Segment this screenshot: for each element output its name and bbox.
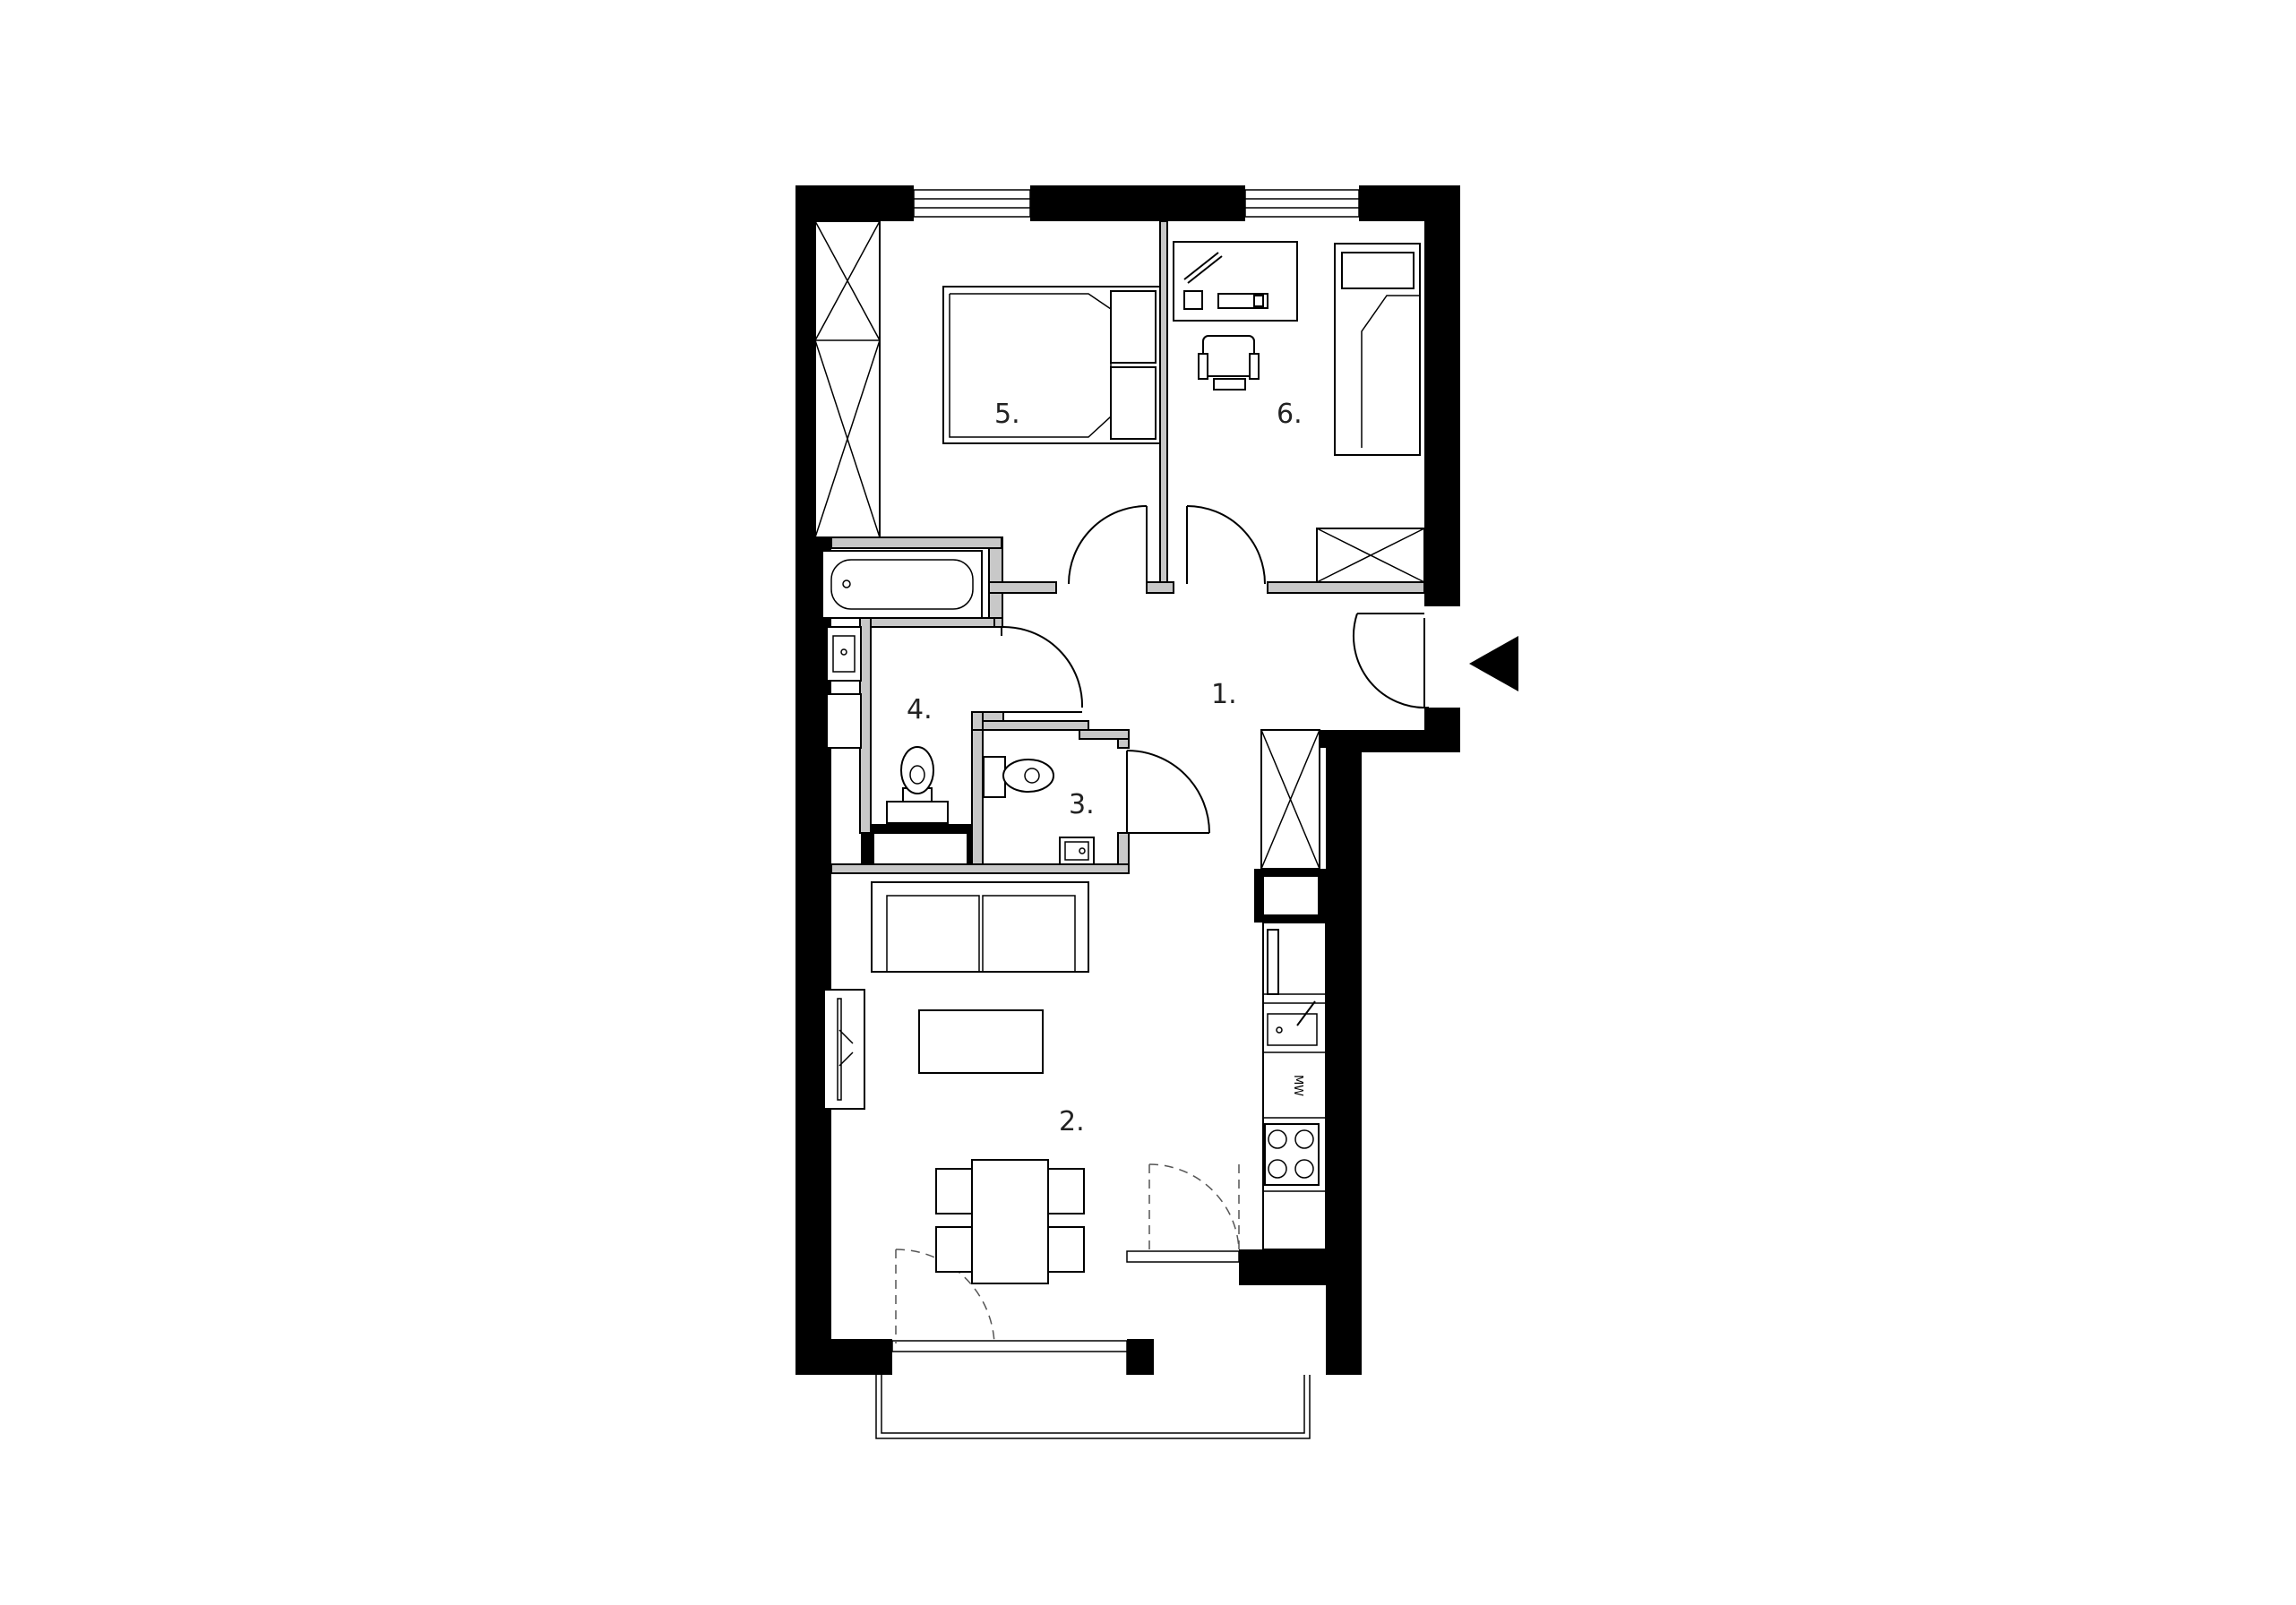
washing-machine: [826, 693, 862, 749]
desk: [1173, 241, 1298, 322]
room-label-4: 4.: [907, 694, 933, 725]
sofa: [871, 881, 1089, 973]
room-label-2: 2.: [1059, 1106, 1085, 1137]
room-label-5: 5.: [994, 399, 1020, 430]
partitions: [830, 220, 1425, 874]
kitchen-counter: [1262, 922, 1327, 1250]
balcony: [875, 1352, 1311, 1439]
kitchen-sink: [1267, 1000, 1318, 1046]
wardrobe-room6: [1316, 528, 1425, 583]
doors: [895, 505, 1430, 1344]
bathroom-sink-bowl: [832, 635, 856, 673]
wc-sink: [1059, 837, 1095, 865]
bathroom-sink: [826, 626, 862, 682]
wardrobe-room5: [814, 220, 881, 538]
room-label-1: 1.: [1211, 679, 1237, 710]
desk-chair: [1198, 335, 1260, 391]
bathtub: [821, 550, 983, 619]
cooktop: [1264, 1123, 1320, 1186]
entrance-arrow-icon: [1469, 636, 1518, 691]
room-label-3: 3.: [1069, 789, 1095, 820]
room-labels: 1. 2. 3. 4. 5. 6.: [907, 399, 1303, 1137]
dining-table: [935, 1159, 1085, 1284]
double-bed: [942, 286, 1161, 444]
hall-wardrobe: [1260, 729, 1320, 870]
tv-stand: [823, 989, 865, 1110]
shaft-1: [873, 832, 968, 866]
toilet-bathroom: [886, 746, 949, 824]
toilet-wc: [983, 756, 1054, 798]
microwave-label: MW: [1291, 1075, 1304, 1096]
windows: [891, 189, 1360, 1352]
shaft-2: [1262, 875, 1320, 916]
single-bed: [1334, 243, 1421, 456]
coffee-table: [918, 1009, 1044, 1074]
room-label-6: 6.: [1277, 399, 1303, 430]
